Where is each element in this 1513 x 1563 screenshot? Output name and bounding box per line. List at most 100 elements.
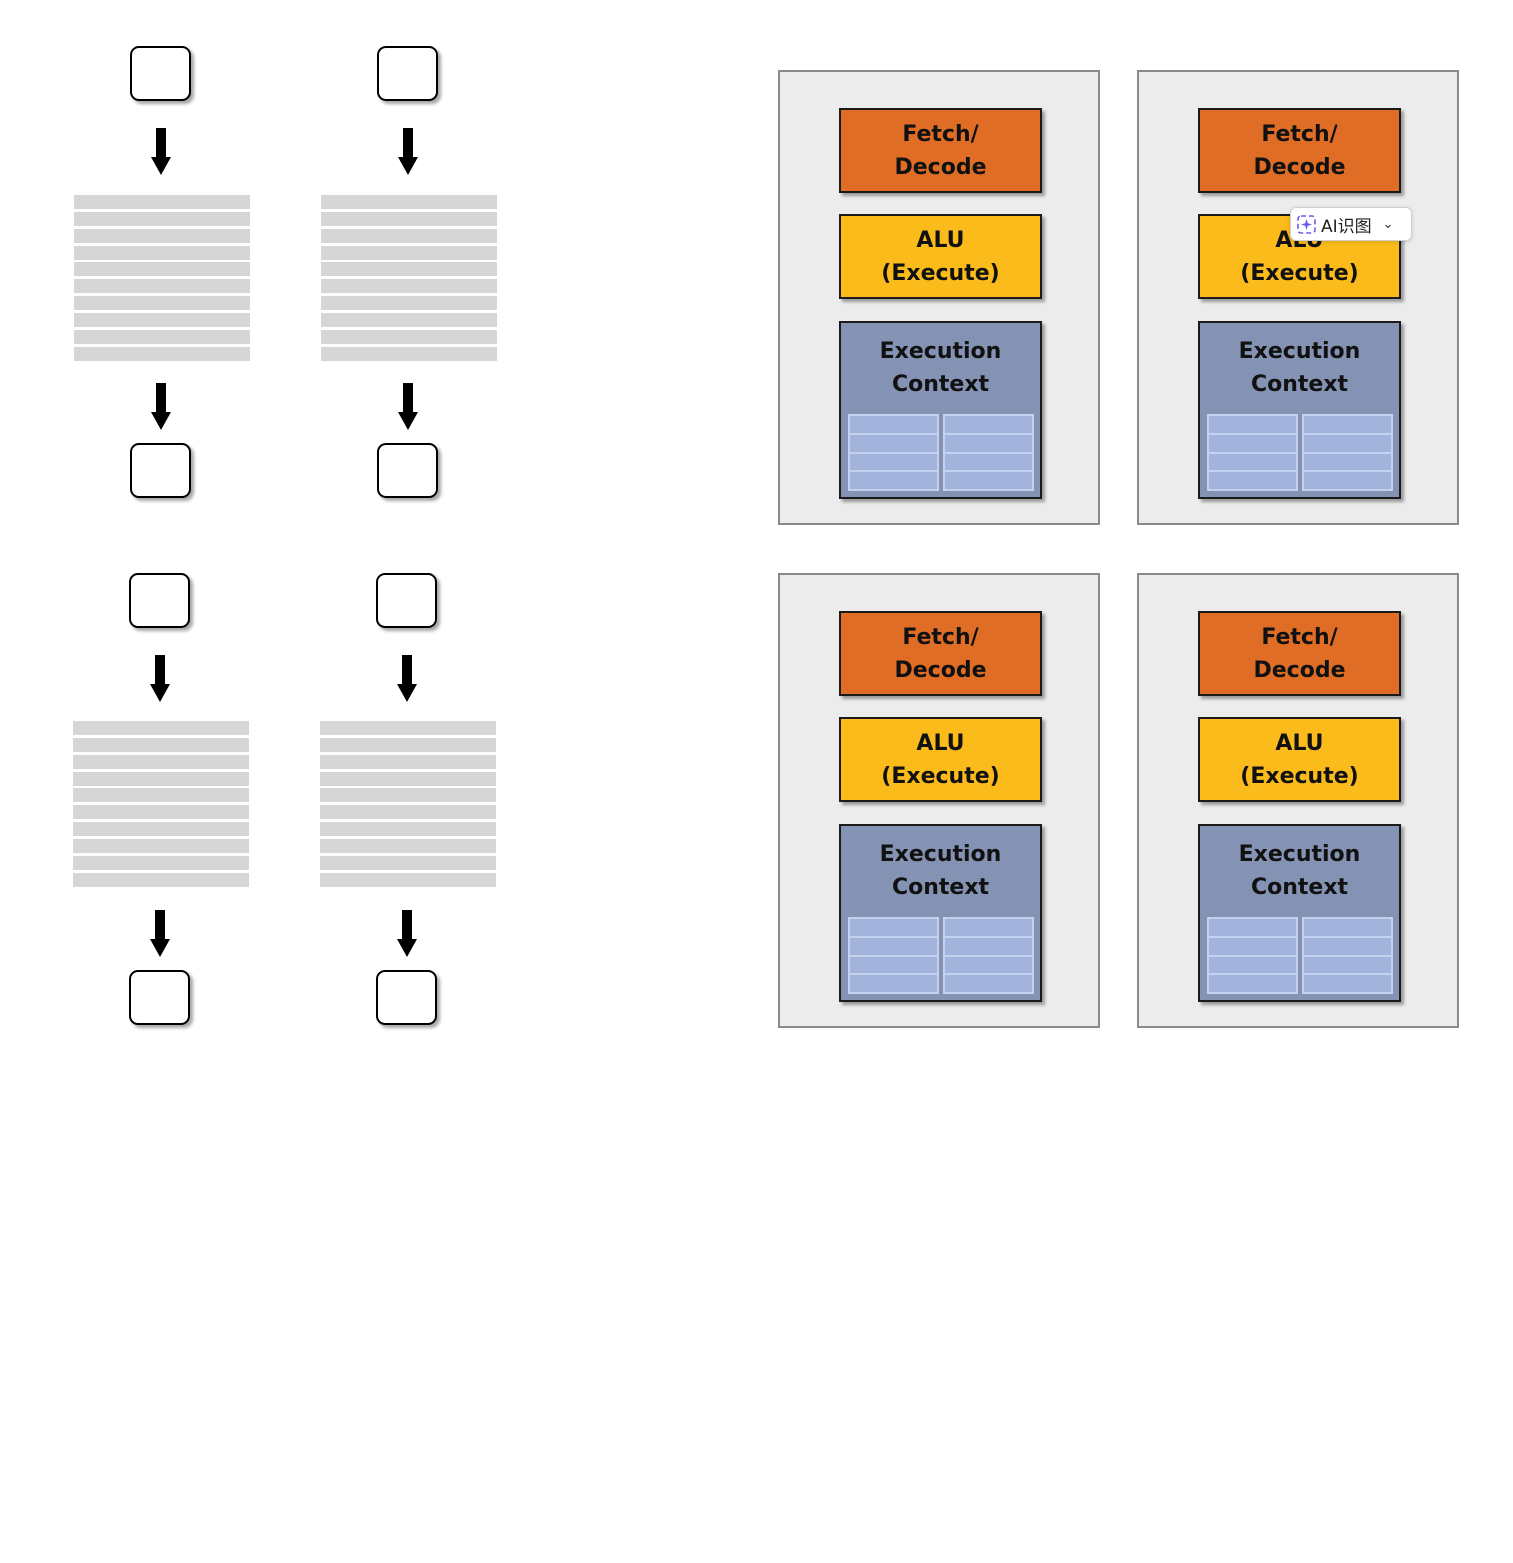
fetch-decode-unit: Fetch/ Decode (839, 108, 1042, 193)
instruction-line (73, 788, 249, 803)
alu-unit: ALU (Execute) (1198, 717, 1401, 802)
fetch-decode-unit: Fetch/ Decode (839, 611, 1042, 696)
register-cell (1209, 416, 1296, 435)
execution-context-label: Execution Context (1238, 842, 1361, 900)
processor-core: Fetch/ Decode ALU (Execute) Execution Co… (778, 573, 1100, 1028)
fetch-decode-label: Fetch/ Decode (1253, 624, 1346, 683)
output-node (130, 443, 191, 498)
instruction-line (321, 296, 497, 311)
execution-context: Execution Context (1198, 824, 1401, 1002)
register-cell (850, 975, 937, 992)
instruction-line (321, 312, 497, 327)
sparkle-icon (1297, 214, 1316, 234)
execution-context-label: Execution Context (879, 842, 1002, 900)
alu-label: ALU (Execute) (881, 730, 1000, 789)
instruction-block (321, 195, 497, 364)
instruction-block (74, 195, 250, 364)
register-cell (1209, 938, 1296, 957)
instruction-line (320, 754, 496, 769)
output-node (376, 970, 437, 1025)
register-cell (945, 454, 1032, 473)
ai-image-recognition-button[interactable]: AI识图 ⌄ (1290, 207, 1412, 241)
alu-label: ALU (Execute) (881, 227, 1000, 286)
register-file (1207, 414, 1393, 491)
instruction-stream (321, 46, 497, 1036)
instruction-line (320, 771, 496, 786)
down-arrow-icon (150, 910, 170, 958)
register-cell (850, 435, 937, 454)
instruction-line (74, 296, 250, 311)
fetch-decode-unit: Fetch/ Decode (1198, 108, 1401, 193)
instruction-line (320, 737, 496, 752)
instruction-line (320, 855, 496, 870)
register-cell (850, 919, 937, 938)
register-column (848, 917, 939, 994)
alu-unit: ALU (Execute) (839, 214, 1042, 299)
fetch-decode-label: Fetch/ Decode (1253, 121, 1346, 180)
register-cell (1304, 938, 1391, 957)
instruction-block (73, 721, 249, 890)
fetch-decode-label: Fetch/ Decode (894, 121, 987, 180)
register-cell (945, 919, 1032, 938)
instruction-line (73, 822, 249, 837)
register-cell (1304, 454, 1391, 473)
register-cell (850, 472, 937, 489)
instruction-line (74, 279, 250, 294)
instruction-line (320, 872, 496, 887)
register-column (848, 414, 939, 491)
chevron-down-icon[interactable]: ⌄ (1382, 216, 1394, 232)
register-cell (1304, 435, 1391, 454)
register-cell (1304, 957, 1391, 976)
instruction-line (73, 872, 249, 887)
register-cell (850, 416, 937, 435)
instruction-line (321, 329, 497, 344)
register-cell (945, 472, 1032, 489)
down-arrow-icon (150, 655, 170, 703)
register-cell (1209, 435, 1296, 454)
execution-context-label: Execution Context (1238, 339, 1361, 397)
register-cell (1209, 919, 1296, 938)
register-cell (945, 975, 1032, 992)
register-cell (945, 957, 1032, 976)
instruction-line (321, 211, 497, 226)
instruction-line (73, 737, 249, 752)
instruction-line (320, 788, 496, 803)
instruction-line (73, 838, 249, 853)
input-node (376, 573, 437, 628)
alu-label: ALU (Execute) (1240, 730, 1359, 789)
alu-unit: ALU (Execute) (839, 717, 1042, 802)
register-cell (1209, 472, 1296, 489)
register-column (943, 917, 1034, 994)
input-node (129, 573, 190, 628)
instruction-line (320, 822, 496, 837)
output-node (377, 443, 438, 498)
instruction-line (320, 721, 496, 735)
ai-button-label: AI识图 (1321, 216, 1372, 237)
execution-context: Execution Context (839, 824, 1042, 1002)
register-cell (1209, 975, 1296, 992)
instruction-line (321, 195, 497, 209)
output-node (129, 970, 190, 1025)
instruction-stream (74, 46, 250, 1036)
register-cell (1209, 454, 1296, 473)
down-arrow-icon (151, 128, 171, 176)
instruction-line (74, 211, 250, 226)
instruction-line (320, 805, 496, 820)
instruction-line (74, 228, 250, 243)
register-cell (850, 957, 937, 976)
instruction-line (321, 262, 497, 277)
register-column (1207, 917, 1298, 994)
processor-core: Fetch/ Decode ALU (Execute) Execution Co… (778, 70, 1100, 525)
instruction-line (73, 771, 249, 786)
instruction-line (321, 279, 497, 294)
register-cell (850, 454, 937, 473)
register-cell (1209, 957, 1296, 976)
fetch-decode-unit: Fetch/ Decode (1198, 611, 1401, 696)
register-column (943, 414, 1034, 491)
instruction-line (321, 245, 497, 260)
down-arrow-icon (151, 383, 171, 431)
register-cell (945, 416, 1032, 435)
instruction-line (321, 346, 497, 361)
processor-core: Fetch/ Decode ALU (Execute) Execution Co… (1137, 70, 1459, 525)
down-arrow-icon (398, 383, 418, 431)
